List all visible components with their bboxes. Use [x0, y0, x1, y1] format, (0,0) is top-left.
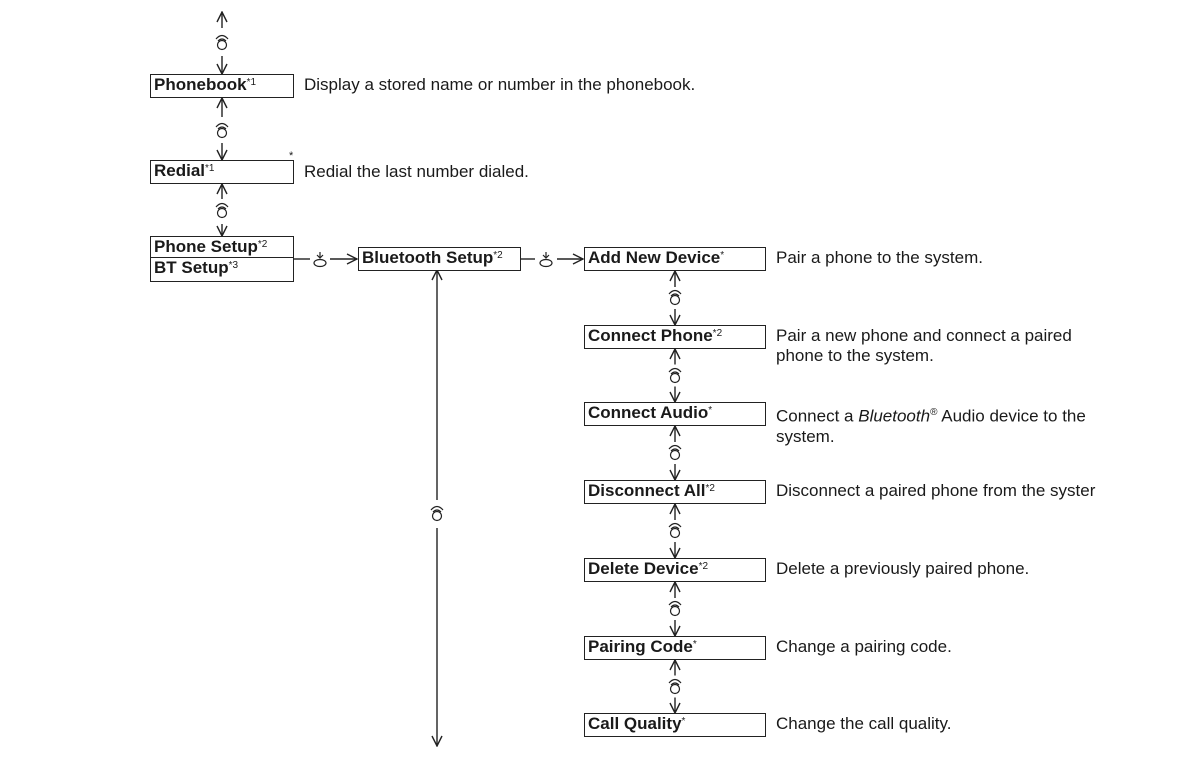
item-divider [293, 160, 294, 184]
submenu-item-connect-audio[interactable]: Connect Audio* [584, 402, 766, 426]
item-divider [293, 236, 294, 282]
footnote-mark: *2 [705, 483, 715, 494]
submenu-item-description: Connect a Bluetooth® Audio device to the… [776, 403, 1086, 447]
rotate-knob-icon [213, 121, 231, 139]
footnote-mark: *3 [228, 260, 239, 271]
submenu-item-description: Pair a phone to the system. [776, 248, 983, 268]
rotate-knob-icon [666, 677, 684, 695]
press-knob-icon [537, 250, 555, 268]
submenu-item-label: Pairing Code [588, 637, 693, 656]
submenu-item-call-quality[interactable]: Call Quality* [584, 713, 766, 737]
footnote-mark: *2 [698, 561, 709, 572]
description-line: phone to the system. [776, 346, 934, 365]
rotate-knob-icon [428, 504, 446, 522]
description-line: Disconnect a paired phone from the syste… [776, 481, 1096, 500]
item-divider [765, 713, 766, 737]
bluetooth-setup-menu-item[interactable]: Bluetooth Setup*2 [358, 247, 521, 271]
phonebook-label: Phonebook [154, 75, 247, 94]
footnote-mark: * [708, 405, 713, 416]
footnote-mark: *1 [246, 77, 257, 88]
description-line: Pair a phone to the system. [776, 248, 983, 267]
bt-setup-label: BT Setup [154, 258, 229, 277]
footnote-mark: * [692, 639, 697, 650]
submenu-item-connect-phone[interactable]: Connect Phone*2 [584, 325, 766, 349]
phonebook-menu-item[interactable]: Phonebook*1 [150, 74, 294, 98]
submenu-item-description: Change the call quality. [776, 714, 951, 734]
press-knob-icon [311, 250, 329, 268]
item-divider [293, 74, 294, 98]
submenu-item-label: Call Quality [588, 714, 682, 733]
item-divider [765, 247, 766, 271]
phonebook-description: Display a stored name or number in the p… [304, 75, 696, 94]
item-divider [765, 402, 766, 426]
item-divider [765, 636, 766, 660]
submenu-item-description: Disconnect a paired phone from the syste… [776, 481, 1095, 501]
rotate-knob-icon [666, 366, 684, 384]
description-text: Connect a [776, 406, 859, 426]
description-line: system. [776, 426, 835, 446]
footnote-mark: *2 [493, 250, 503, 261]
redial-description: Redial the last number dialed. [304, 162, 529, 181]
bluetooth-wordmark: Bluetooth [858, 406, 931, 426]
footnote-mark: * [720, 250, 725, 261]
rotate-knob-icon [213, 201, 231, 219]
registered-mark: ® [930, 407, 938, 418]
description-line: Delete a previously paired phone. [776, 559, 1030, 578]
redial-label: Redial [154, 161, 206, 180]
item-divider [765, 558, 766, 582]
description-line: Pair a new phone and connect a paired [776, 326, 1072, 345]
option-marker: * [289, 150, 294, 162]
submenu-item-disconnect-all[interactable]: Disconnect All*2 [584, 480, 766, 504]
rotate-knob-icon [666, 288, 684, 306]
phone-setup-menu-item[interactable]: Phone Setup*2 BT Setup*3 [150, 236, 294, 282]
submenu-item-label: Disconnect All [588, 481, 706, 500]
submenu-item-label: Delete Device [588, 559, 699, 578]
submenu-item-delete-device[interactable]: Delete Device*2 [584, 558, 766, 582]
submenu-item-label: Connect Audio [588, 403, 709, 422]
submenu-item-add-new-device[interactable]: Add New Device* [584, 247, 766, 271]
bluetooth-setup-label: Bluetooth Setup [362, 248, 494, 267]
submenu-item-description: Delete a previously paired phone. [776, 559, 1029, 579]
description-line: Connect a Bluetooth® Audio device to the [776, 403, 1086, 427]
footnote-mark: *2 [712, 328, 723, 339]
footnote-mark: *1 [205, 163, 215, 174]
submenu-item-label: Add New Device [588, 248, 721, 267]
submenu-item-description: Change a pairing code. [776, 637, 952, 657]
footnote-mark: *2 [257, 239, 268, 250]
rotate-knob-icon [213, 33, 231, 51]
phone-setup-label: Phone Setup [154, 237, 258, 256]
redial-menu-item[interactable]: Redial*1 [150, 160, 294, 184]
description-line: Change the call quality. [776, 714, 952, 733]
rotate-knob-icon [666, 521, 684, 539]
item-divider [765, 480, 766, 504]
submenu-item-pairing-code[interactable]: Pairing Code* [584, 636, 766, 660]
item-divider [765, 325, 766, 349]
rotate-knob-icon [666, 443, 684, 461]
description-text: Audio device to the [937, 406, 1086, 426]
footnote-mark: * [681, 716, 686, 727]
rotate-knob-icon [666, 599, 684, 617]
description-line: Change a pairing code. [776, 637, 952, 656]
submenu-item-label: Connect Phone [588, 326, 713, 345]
